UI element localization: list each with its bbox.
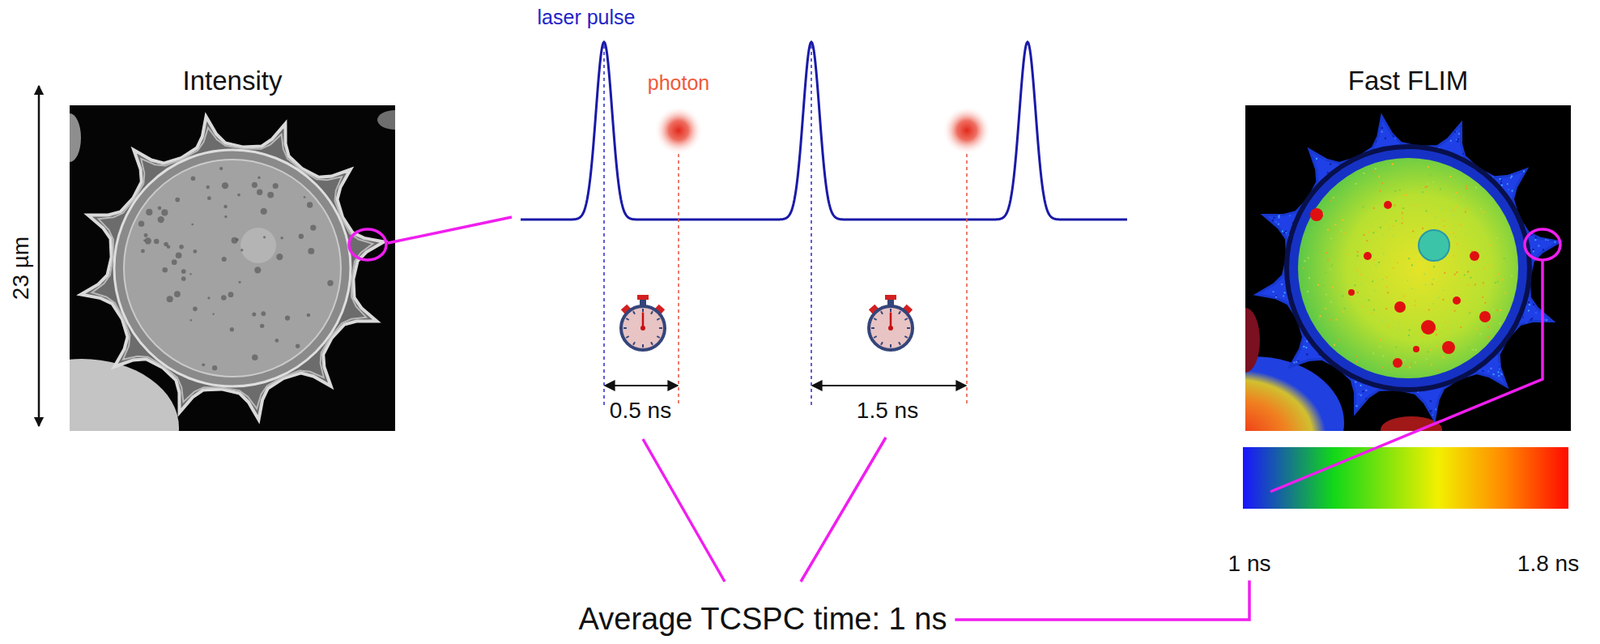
laser-pulse-trace [520,42,1128,220]
highlight-circle [348,229,387,260]
leader-line [800,437,886,582]
dimension-label: 23 µm [8,236,35,300]
scale-arrow [38,85,41,426]
leader-line [387,217,512,243]
stopwatch-icon [868,294,913,350]
photon-label: photon [647,72,710,95]
time-label: 1.5 ns [856,398,919,424]
result-label: Average TCSPC time: 1 ns [578,602,948,637]
photon-dot [654,106,703,155]
stopwatch-icon [621,294,665,350]
time-label: 0.5 ns [609,398,672,424]
panel-title: Intensity [182,66,283,96]
leader-line [642,438,725,582]
photon-marker-line [965,153,968,405]
image-panel: Intensity [69,105,396,431]
scale-label: 1 ns [1228,551,1272,577]
highlight-circle [1524,229,1561,260]
flim-image [1162,105,1571,490]
pulse-marker-line [603,45,605,405]
photon-marker-line [677,153,680,405]
scale-label: 1.8 ns [1517,551,1579,577]
interval-arrow [604,384,678,387]
panel-title: Fast FLIM [1348,66,1469,96]
leader-line [954,579,1250,620]
intensity-image [0,105,413,497]
leader-line [1270,259,1543,492]
pulse-marker-line [810,45,813,405]
photon-dot [942,106,992,155]
interval-arrow [812,384,966,387]
color-bar [1242,446,1569,509]
pulse-label: laser pulse [537,6,636,30]
image-panel: Fast FLIM [1245,105,1571,431]
